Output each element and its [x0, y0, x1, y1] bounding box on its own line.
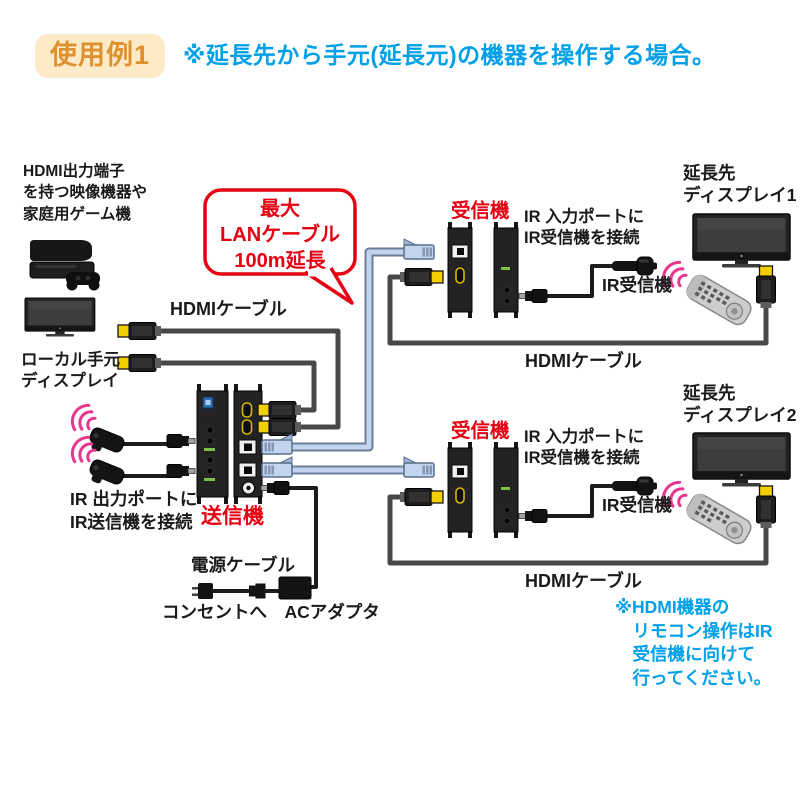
ir-out-note: IR 出力ポートに IR送信機を接続: [70, 489, 198, 532]
dc-power-connector-icon: [166, 464, 196, 478]
display1-label: 延長先 ディスプレイ1: [683, 163, 797, 205]
ir-transmitter-icon: [85, 457, 127, 492]
hdmi-cable-a: [160, 328, 341, 430]
power-cable: [212, 486, 318, 593]
lan-connector-icon: [403, 456, 435, 478]
ir-in-note: IR 入力ポートに IR受信機を接続: [524, 428, 645, 468]
game-console-icon: [29, 240, 100, 291]
outlet-adapter-label: コンセントへ ACアダプタ: [162, 602, 380, 622]
ir-receiver-icon: [611, 476, 658, 496]
ir-receiver-label: IR受信機: [602, 275, 672, 295]
hdmi-cable-label-r1: HDMIケーブル: [525, 351, 642, 371]
power-cable-label: 電源ケーブル: [191, 555, 295, 575]
remote-control-icon: [683, 271, 755, 329]
dc-power-connector-icon: [260, 481, 290, 495]
ir-receiver-cable-1: [544, 264, 613, 298]
receiver-label: 受信機: [451, 420, 510, 442]
receiver-device-2: [447, 441, 519, 539]
dc-power-connector-icon: [518, 289, 548, 303]
example-badge: 使用例1: [35, 34, 165, 78]
remote-control-icon: [683, 490, 755, 548]
local-display-label: ローカル手元 ディスプレイ: [21, 351, 120, 391]
display2-tv-icon: [692, 432, 791, 488]
hdmi-cable-receiver1-display1: [387, 274, 769, 346]
hdmi-connector-icon: [257, 400, 302, 420]
ir-receiver-cable-2: [544, 484, 613, 518]
max-lan-extension-bubble-text: 最大 LANケーブル 100m延長: [220, 198, 340, 272]
hdmi-cable-receiver2-display2: [387, 494, 769, 566]
hdmi-connector-icon: [399, 267, 444, 287]
dc-power-connector-icon: [518, 509, 548, 523]
page-title: ※延長先から手元(延長元)の機器を操作する場合。: [183, 42, 716, 68]
transmitter-device: [196, 384, 263, 504]
speech-bubble: [203, 188, 357, 305]
ac-adapter-icon: [192, 576, 312, 600]
hdmi-cable-label-top: HDMIケーブル: [170, 299, 287, 319]
hdmi-cable-b: [160, 360, 317, 413]
hdmi-connector-icon: [399, 487, 444, 507]
ir-receiver-label: IR受信機: [602, 495, 672, 515]
lan-connector-icon: [403, 238, 435, 260]
source-device-note: HDMI出力端子 を持つ映像機器や 家庭用ゲーム機: [23, 163, 148, 223]
hdmi-connector-icon: [117, 353, 162, 373]
lan-connector-icon: [261, 456, 293, 478]
local-display-icon: [24, 297, 96, 338]
ir-in-note: IR 入力ポートに IR受信機を接続: [524, 208, 645, 248]
transmitter-label: 送信機: [201, 505, 264, 528]
hdmi-connector-icon: [755, 265, 777, 309]
ir-transmitter-cables: [118, 442, 170, 478]
display1-tv-icon: [692, 213, 791, 269]
dc-power-connector-icon: [166, 434, 196, 448]
lan-cable-1: [290, 247, 406, 452]
ir-operation-footnote: ※HDMI機器の リモコン操作はIR 受信機に向けて 行ってください。: [615, 597, 773, 688]
display2-label: 延長先 ディスプレイ2: [683, 383, 797, 425]
hdmi-connector-icon: [117, 321, 162, 341]
hdmi-connector-icon: [755, 485, 777, 529]
hdmi-cable-label-r2: HDMIケーブル: [525, 571, 642, 591]
ir-receiver-icon: [611, 256, 658, 276]
lan-connector-icon: [261, 433, 293, 455]
receiver-label: 受信機: [451, 200, 510, 222]
receiver-device-1: [447, 221, 519, 319]
hdmi-connector-icon: [257, 417, 302, 437]
